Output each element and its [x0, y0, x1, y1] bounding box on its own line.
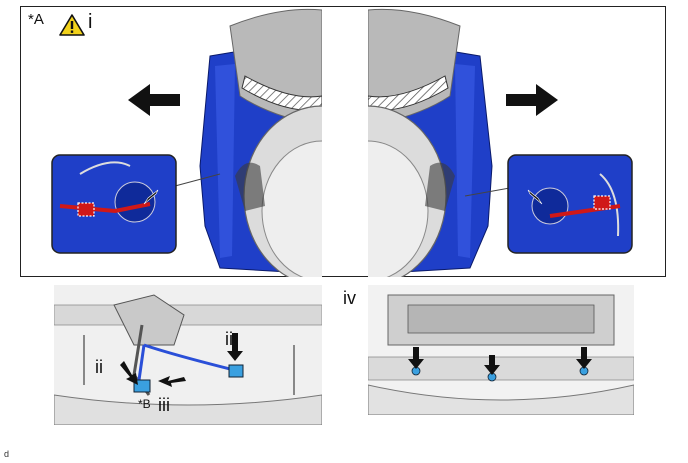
step-ii-right-label: ii: [225, 329, 233, 349]
step-iii-label: iii: [158, 395, 170, 415]
step-iv-label: iv: [343, 288, 356, 308]
connector-detail-illustration: [54, 285, 322, 425]
warning-triangle-icon: [59, 14, 85, 36]
left-connector-inset: [51, 154, 177, 254]
right-bumper-half: [368, 8, 493, 277]
arrow-down-icon: [484, 355, 500, 375]
callout-a-label: *A: [28, 11, 44, 28]
arrow-left-icon: [128, 84, 180, 116]
arrow-down-icon: [120, 361, 138, 385]
arrow-down-icon: [227, 333, 243, 361]
figure-code: d: [4, 449, 10, 459]
step-ii-left-label: ii: [95, 357, 103, 377]
right-connector-inset: [507, 154, 633, 254]
caution-step-label: i: [88, 11, 93, 33]
arrow-down-icon: [158, 376, 186, 387]
bumper-removal-illustration: [51, 8, 633, 277]
left-bumper-half: [199, 8, 322, 277]
bracket-clip-illustration: [368, 285, 634, 415]
arrow-right-icon: [506, 84, 558, 116]
arrow-down-icon: [527, 189, 543, 205]
arrow-down-icon: [576, 347, 592, 369]
callout-b-label: *B: [138, 397, 151, 411]
arrow-down-icon: [408, 347, 424, 369]
arrow-down-icon: [143, 189, 159, 205]
